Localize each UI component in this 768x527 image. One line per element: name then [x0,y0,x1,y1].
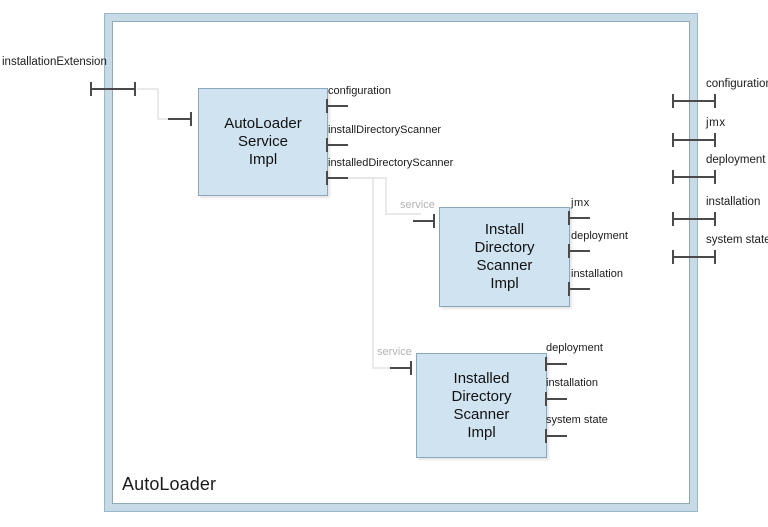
port-bar [326,177,348,179]
port-tick-right [714,94,716,108]
port-tick-left [672,212,674,226]
port-label-installed-scanner-installation: installation [546,377,598,389]
port-bar [568,250,590,252]
port-bar [545,363,567,365]
port-bar [672,256,716,258]
component-install-directory-scanner-impl[interactable]: Install Directory Scanner Impl [439,207,570,307]
frame-right-port-label-jmx: jmx [706,117,726,129]
port-label-installed-scanner-system-state: system state [546,414,608,426]
frame-port-deployment[interactable] [672,170,716,184]
component-autoloader-service-impl[interactable]: AutoLoader Service Impl [198,88,328,196]
frame-port-installation-extension[interactable] [90,82,136,96]
port-bar [672,218,716,220]
port-bar [672,139,716,141]
port-installed-scanner-service[interactable] [390,361,412,375]
port-bar [390,367,412,369]
frame-port-installation[interactable] [672,212,716,226]
port-bar [568,217,590,219]
frame-right-port-label-configuration: configuration [706,78,768,90]
port-label-autoloader-configuration: configuration [328,85,391,97]
port-label-install-scanner-jmx: jmx [571,197,590,209]
port-tick-left [672,94,674,108]
port-tick-left [672,133,674,147]
port-tick-left [90,82,92,96]
port-autoloader-installation-extension[interactable] [168,112,192,126]
port-label-install-scanner-installation: installation [571,268,623,280]
port-install-scanner-service[interactable] [413,214,435,228]
port-tick-right [714,170,716,184]
port-label-autoloader-install-directory-scanner: installDirectoryScanner [328,124,442,136]
port-label-installed-scanner-service: service [377,346,412,358]
port-install-scanner-installation[interactable] [568,282,590,296]
port-bar [672,176,716,178]
port-label-autoloader-installed-directory-scanner: installedDirectoryScanner [328,157,454,169]
port-bar [568,288,590,290]
port-tick [410,361,412,375]
port-installed-scanner-installation[interactable] [545,392,567,406]
port-tick [190,112,192,126]
port-label-installed-scanner-deployment: deployment [546,342,603,354]
port-tick-right [714,133,716,147]
port-autoloader-install-directory-scanner[interactable] [326,138,348,152]
component-name-label: AutoLoader Service Impl [224,115,302,168]
port-tick [326,99,328,113]
port-installed-scanner-system-state[interactable] [545,429,567,443]
port-label-install-scanner-service: service [400,199,435,211]
port-tick [568,211,570,225]
port-bar [326,105,348,107]
port-tick [545,429,547,443]
frame-title-label: AutoLoader [122,474,217,494]
component-name-label: Install Directory Scanner Impl [474,221,535,292]
component-installed-directory-scanner-impl[interactable]: Installed Directory Scanner Impl [416,353,547,458]
port-tick [326,138,328,152]
port-installed-scanner-deployment[interactable] [545,357,567,371]
port-tick [326,171,328,185]
frame-port-jmx[interactable] [672,133,716,147]
port-bar [326,144,348,146]
port-tick-right [714,212,716,226]
frame-right-port-label-deployment: deployment [706,154,766,166]
frame-port-system-state[interactable] [672,250,716,264]
frame-right-port-label-installation: installation [706,196,761,208]
port-tick [568,244,570,258]
port-bar [545,435,567,437]
component-name-label: Installed Directory Scanner Impl [451,369,512,441]
port-bar [90,88,136,90]
port-tick [568,282,570,296]
port-bar [545,398,567,400]
frame-right-port-label-system-state: system state [706,234,768,246]
port-install-scanner-jmx[interactable] [568,211,590,225]
port-bar [168,118,192,120]
port-label-install-scanner-deployment: deployment [571,230,628,242]
port-tick [545,392,547,406]
port-tick-right [714,250,716,264]
port-tick [433,214,435,228]
port-bar [672,100,716,102]
port-bar [413,220,435,222]
port-install-scanner-deployment[interactable] [568,244,590,258]
port-tick-left [672,250,674,264]
port-autoloader-installed-directory-scanner[interactable] [326,171,348,185]
port-tick-left [672,170,674,184]
frame-port-configuration[interactable] [672,94,716,108]
port-tick [545,357,547,371]
port-tick-right [134,82,136,96]
frame-left-port-label-installation-extension: installationExtension [2,56,107,68]
port-autoloader-configuration[interactable] [326,99,348,113]
